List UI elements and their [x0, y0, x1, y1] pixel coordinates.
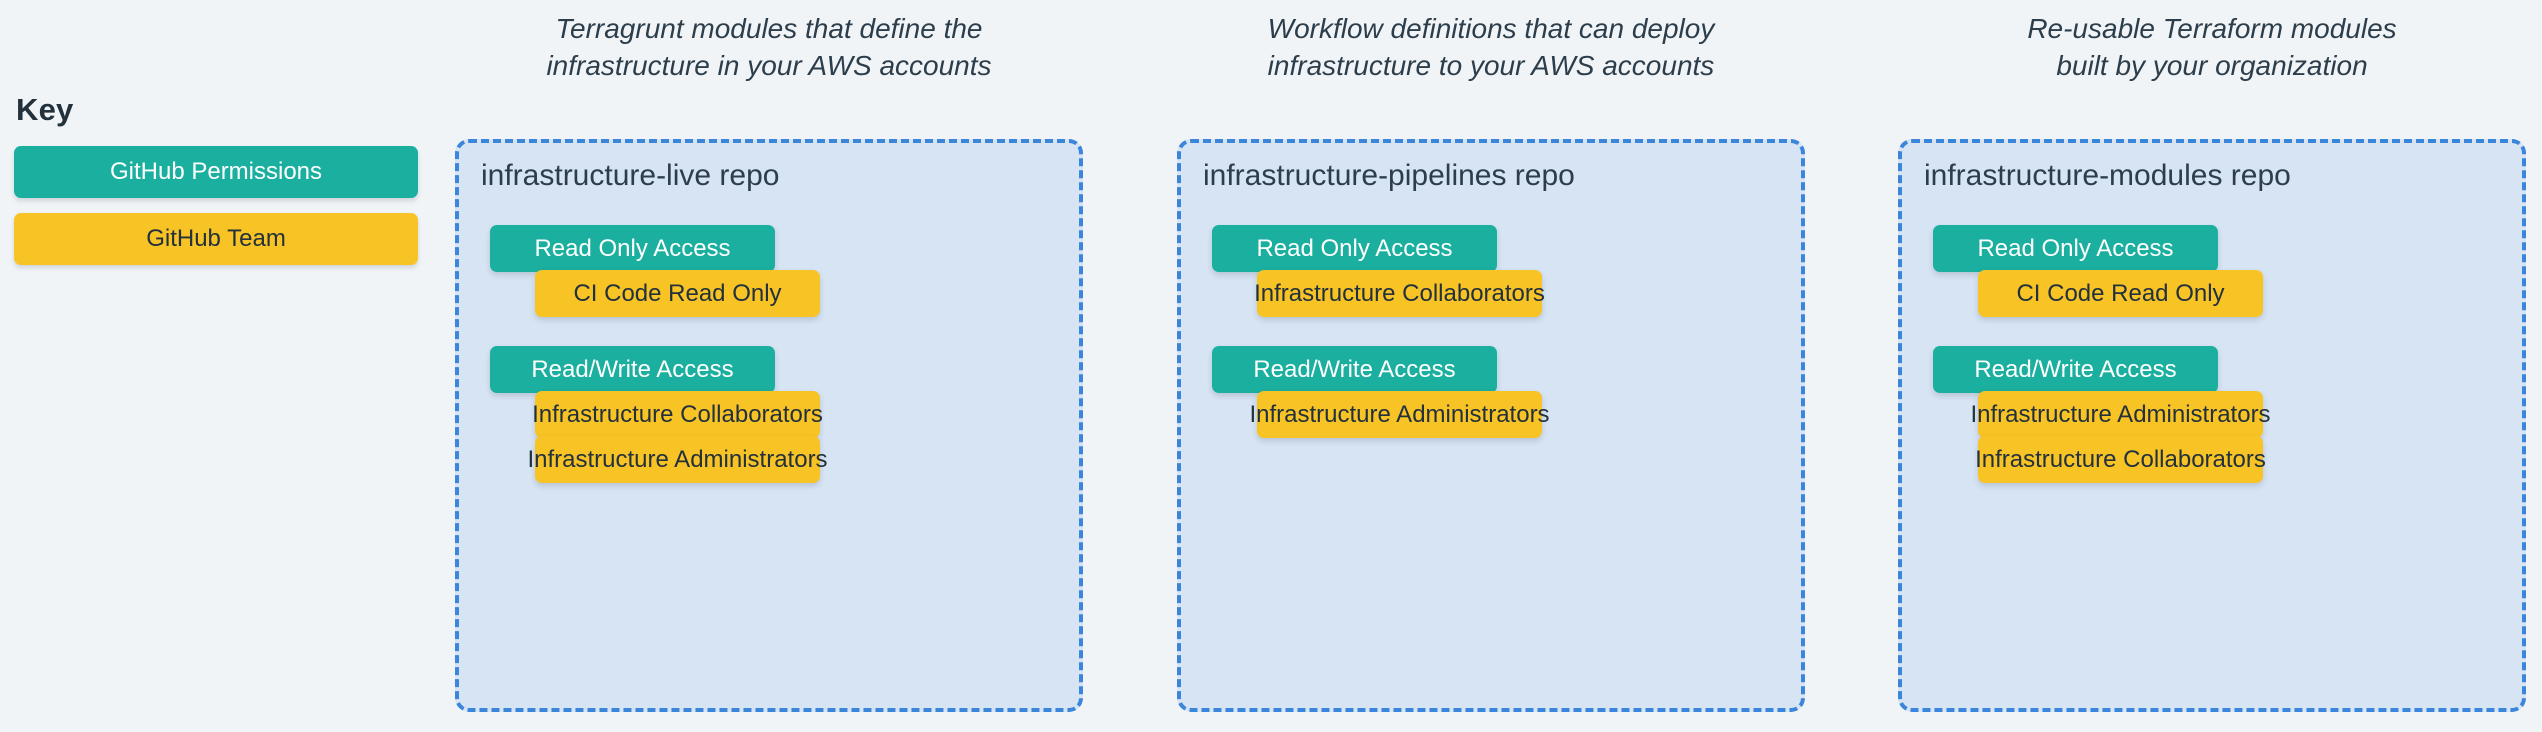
node-read-write-access[interactable]: Read/Write Access — [490, 346, 775, 393]
column-caption-line-2: built by your organization — [2056, 50, 2368, 82]
node-label: Infrastructure Collaborators — [532, 400, 823, 428]
key-panel: Key GitHub Permissions GitHub Team — [14, 92, 418, 280]
node-label: Read/Write Access — [531, 355, 734, 383]
repo-name: infrastructure-live repo — [481, 159, 780, 192]
key-item-label: GitHub Permissions — [109, 158, 323, 185]
node-label: Infrastructure Collaborators — [1254, 279, 1545, 307]
column-caption-line-1: Re-usable Terraform modules — [2027, 13, 2397, 44]
column-caption-line-1: Workflow definitions that can deploy — [1267, 13, 1715, 44]
column-caption: Terragrunt modules that define the infra… — [455, 0, 1083, 84]
node-label: Infrastructure Administrators — [1970, 400, 2271, 428]
node-infrastructure-collaborators[interactable]: Infrastructure Collaborators — [532, 391, 823, 438]
node-label: CI Code Read Only — [2016, 279, 2225, 307]
node-infrastructure-administrators[interactable]: Infrastructure Administrators — [1970, 391, 2271, 438]
node-infrastructure-administrators[interactable]: Infrastructure Administrators — [1249, 391, 1550, 438]
node-label: Infrastructure Administrators — [527, 445, 828, 473]
key-item-github-team: GitHub Team — [14, 213, 418, 265]
node-read-only-access[interactable]: Read Only Access — [1212, 225, 1497, 272]
node-ci-code-read-only[interactable]: CI Code Read Only — [535, 270, 820, 317]
node-label: Infrastructure Administrators — [1249, 400, 1550, 428]
repo-box-infrastructure-modules: infrastructure-modules repo Read Only Ac… — [1898, 139, 2526, 712]
key-title: Key — [16, 92, 74, 127]
column-infrastructure-pipelines: Workflow definitions that can deploy inf… — [1177, 0, 1805, 732]
column-caption-line-1: Terragrunt modules that define the — [555, 13, 983, 44]
node-read-write-access[interactable]: Read/Write Access — [1212, 346, 1497, 393]
column-caption: Workflow definitions that can deploy inf… — [1177, 0, 1805, 84]
node-infrastructure-collaborators[interactable]: Infrastructure Collaborators — [1254, 270, 1545, 317]
column-caption-line-2: infrastructure to your AWS accounts — [1267, 50, 1715, 82]
repo-name: infrastructure-pipelines repo — [1203, 159, 1575, 192]
node-label: Read Only Access — [1256, 234, 1453, 262]
node-label: Read/Write Access — [1974, 355, 2177, 383]
node-label: Read Only Access — [1977, 234, 2174, 262]
node-label: Read Only Access — [534, 234, 731, 262]
node-infrastructure-collaborators[interactable]: Infrastructure Collaborators — [1975, 436, 2266, 483]
node-read-only-access[interactable]: Read Only Access — [490, 225, 775, 272]
node-infrastructure-administrators[interactable]: Infrastructure Administrators — [527, 436, 828, 483]
node-label: Infrastructure Collaborators — [1975, 445, 2266, 473]
column-caption: Re-usable Terraform modules built by you… — [1898, 0, 2526, 84]
repo-box-infrastructure-live: infrastructure-live repo Read Only Acces… — [455, 139, 1083, 712]
column-caption-line-2: infrastructure in your AWS accounts — [546, 50, 992, 82]
key-item-github-permissions: GitHub Permissions — [14, 146, 418, 198]
key-item-label: GitHub Team — [146, 225, 286, 252]
node-ci-code-read-only[interactable]: CI Code Read Only — [1978, 270, 2263, 317]
column-infrastructure-modules: Re-usable Terraform modules built by you… — [1898, 0, 2526, 732]
repo-name: infrastructure-modules repo — [1924, 159, 2291, 192]
repo-box-infrastructure-pipelines: infrastructure-pipelines repo Read Only … — [1177, 139, 1805, 712]
node-read-only-access[interactable]: Read Only Access — [1933, 225, 2218, 272]
node-label: CI Code Read Only — [573, 279, 782, 307]
column-infrastructure-live: Terragrunt modules that define the infra… — [455, 0, 1083, 732]
node-read-write-access[interactable]: Read/Write Access — [1933, 346, 2218, 393]
node-label: Read/Write Access — [1253, 355, 1456, 383]
